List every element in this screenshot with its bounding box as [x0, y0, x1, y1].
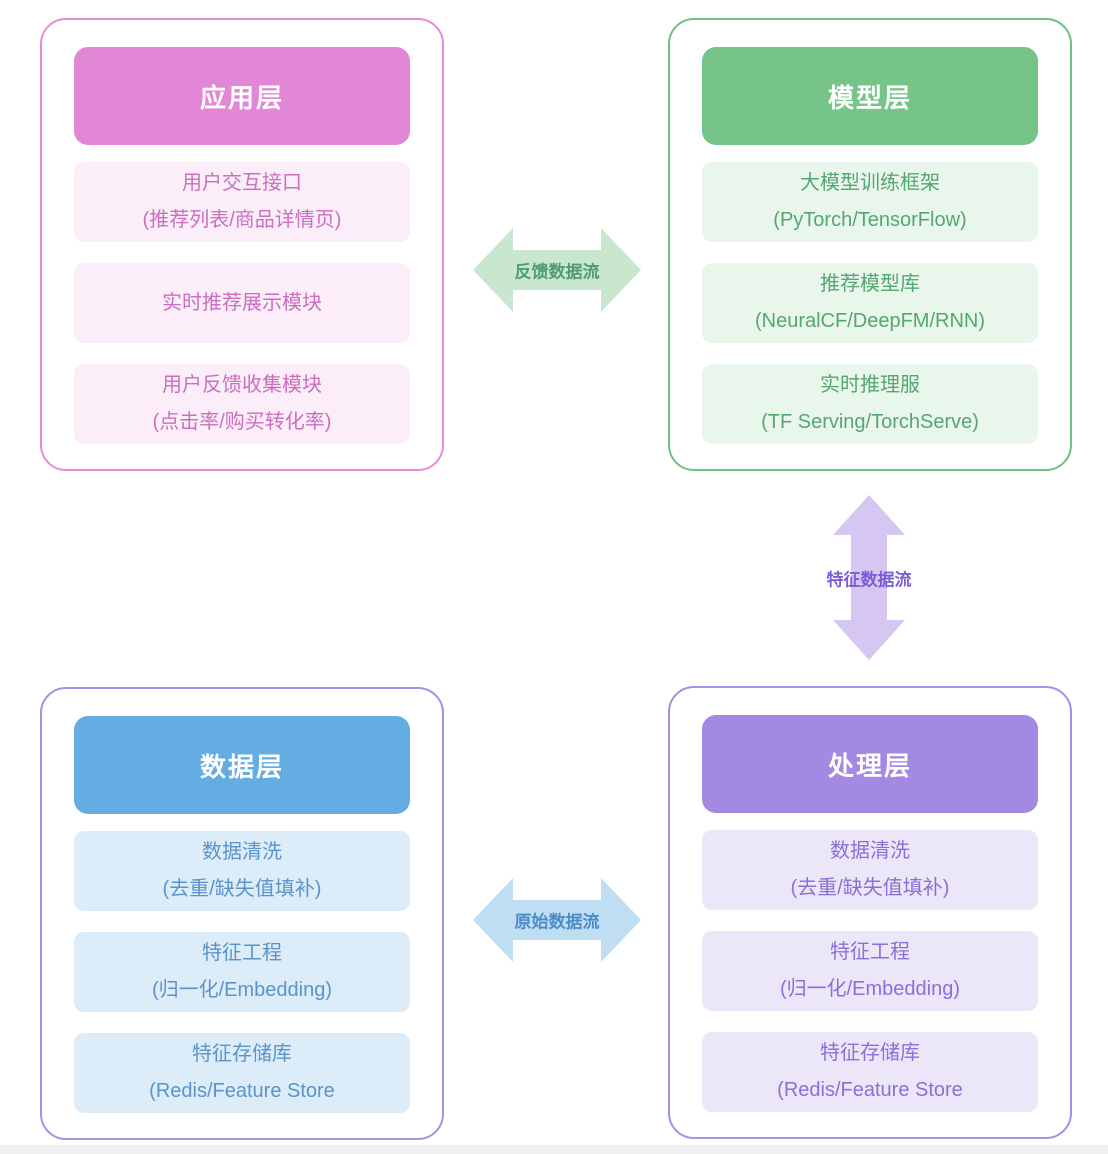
double-arrow-vertical-icon [833, 495, 905, 660]
module-feedback-collection: 用户反馈收集模块 (点击率/购买转化率) [74, 364, 410, 444]
module-subtitle: (去重/缺失值填补) [790, 877, 950, 899]
module-subtitle: (Redis/Feature Store [777, 1079, 963, 1101]
module-subtitle: (去重/缺失值填补) [162, 878, 322, 900]
feedback-flow-label: 反馈数据流 [514, 262, 600, 282]
module-title: 特征工程 [830, 941, 910, 963]
processing-layer-header: 处理层 [702, 715, 1038, 813]
panel-processing-layer: 处理层 数据清洗 (去重/缺失值填补) 特征工程 (归一化/Embedding)… [668, 686, 1072, 1139]
panel-data-layer: 数据层 数据清洗 (去重/缺失值填补) 特征工程 (归一化/Embedding)… [40, 687, 444, 1140]
module-title: 用户交互接口 [182, 172, 302, 194]
module-model-library: 推荐模型库 (NeuralCF/DeepFM/RNN) [702, 263, 1038, 343]
feature-flow-arrow: 特征数据流 [827, 495, 912, 660]
module-feature-engineering: 特征工程 (归一化/Embedding) [74, 932, 410, 1012]
feature-flow-label: 特征数据流 [826, 570, 912, 589]
module-subtitle: (TF Serving/TorchServe) [761, 411, 979, 433]
module-user-interface: 用户交互接口 (推荐列表/商品详情页) [74, 162, 410, 242]
module-realtime-display: 实时推荐展示模块 [74, 263, 410, 343]
panel-model-layer: 模型层 大模型训练框架 (PyTorch/TensorFlow) 推荐模型库 (… [668, 18, 1072, 471]
double-arrow-horizontal-icon [473, 228, 641, 312]
module-feature-store: 特征存储库 (Redis/Feature Store [74, 1033, 410, 1113]
module-title: 特征工程 [202, 942, 282, 964]
module-subtitle: (点击率/购买转化率) [152, 411, 332, 433]
module-subtitle: (归一化/Embedding) [151, 979, 333, 1001]
module-subtitle: (Redis/Feature Store [149, 1080, 335, 1102]
bottom-edge-strip [0, 1145, 1108, 1154]
application-layer-header: 应用层 [74, 47, 410, 145]
module-title: 大模型训练框架 [800, 172, 940, 194]
module-title: 数据清洗 [830, 840, 910, 862]
module-subtitle: (NeuralCF/DeepFM/RNN) [754, 310, 986, 332]
model-layer-header: 模型层 [702, 47, 1038, 145]
raw-flow-arrow: 原始数据流 [473, 878, 641, 962]
module-realtime-inference: 实时推理服 (TF Serving/TorchServe) [702, 364, 1038, 444]
raw-flow-label: 原始数据流 [514, 912, 600, 932]
module-subtitle: (归一化/Embedding) [779, 978, 961, 1000]
module-title: 特征存储库 [192, 1043, 292, 1065]
module-training-framework: 大模型训练框架 (PyTorch/TensorFlow) [702, 162, 1038, 242]
module-data-cleaning: 数据清洗 (去重/缺失值填补) [702, 830, 1038, 910]
module-title: 实时推荐展示模块 [162, 291, 322, 314]
module-subtitle: (推荐列表/商品详情页) [142, 209, 342, 231]
module-title: 实时推理服 [820, 374, 920, 396]
module-title: 推荐模型库 [820, 273, 920, 295]
double-arrow-horizontal-icon [473, 878, 641, 962]
module-subtitle: (PyTorch/TensorFlow) [773, 209, 967, 231]
data-layer-header: 数据层 [74, 716, 410, 814]
module-data-cleaning: 数据清洗 (去重/缺失值填补) [74, 831, 410, 911]
feedback-flow-arrow: 反馈数据流 [473, 228, 641, 312]
module-title: 特征存储库 [820, 1042, 920, 1064]
module-feature-engineering: 特征工程 (归一化/Embedding) [702, 931, 1038, 1011]
module-feature-store: 特征存储库 (Redis/Feature Store [702, 1032, 1038, 1112]
module-title: 用户反馈收集模块 [162, 374, 322, 396]
module-title: 数据清洗 [202, 841, 282, 863]
panel-application-layer: 应用层 用户交互接口 (推荐列表/商品详情页) 实时推荐展示模块 用户反馈收集模… [40, 18, 444, 471]
